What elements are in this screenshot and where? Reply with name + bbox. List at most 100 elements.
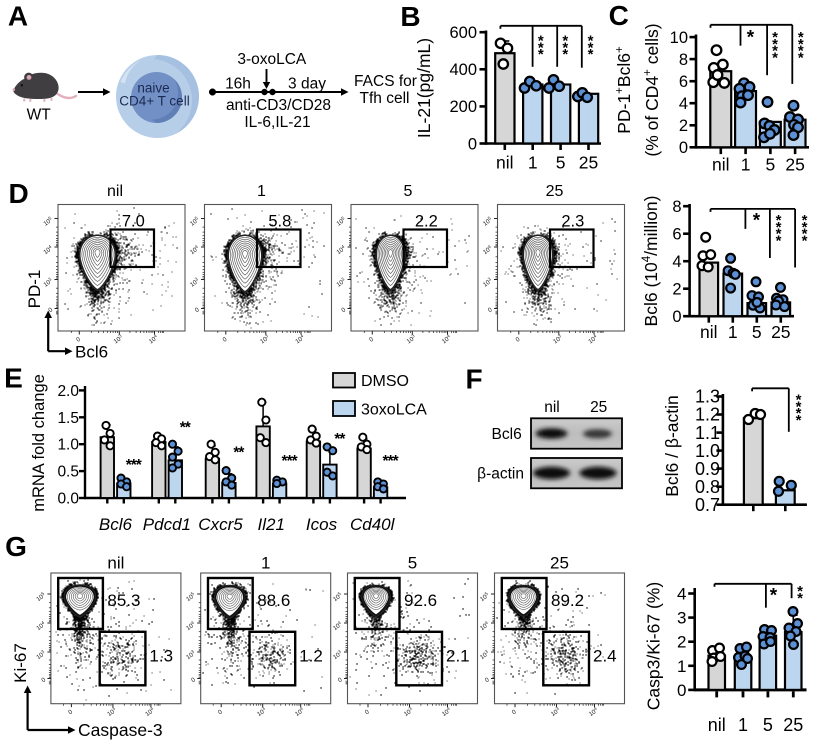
svg-text:0: 0	[217, 708, 224, 716]
svg-text:1: 1	[741, 155, 751, 175]
svg-text:*: *	[562, 46, 568, 63]
svg-text:1: 1	[738, 715, 748, 735]
svg-text:*: *	[796, 412, 802, 429]
svg-text:*: *	[797, 583, 803, 600]
svg-text:WT: WT	[27, 107, 52, 124]
svg-text:Bcl6: Bcl6	[99, 515, 133, 534]
svg-text:*: *	[538, 32, 544, 49]
svg-text:10: 10	[670, 29, 688, 47]
svg-text:nil: nil	[708, 715, 726, 735]
svg-text:Bcl6 / β-actin: Bcl6 / β-actin	[662, 395, 682, 497]
svg-text:2.0: 2.0	[57, 383, 79, 400]
svg-text:3-oxoLCA: 3-oxoLCA	[237, 51, 307, 68]
svg-text:*: *	[753, 211, 761, 232]
svg-text:1.0: 1.0	[57, 437, 79, 454]
svg-text:*: *	[798, 36, 804, 53]
svg-text:Pdcd1: Pdcd1	[143, 515, 191, 534]
svg-text:0: 0	[364, 708, 371, 716]
svg-text:6: 6	[672, 226, 681, 244]
svg-text:**: **	[334, 431, 346, 448]
svg-text:2.2: 2.2	[415, 213, 438, 231]
svg-text:*: *	[588, 32, 594, 49]
svg-text:1: 1	[257, 183, 266, 200]
svg-text:0: 0	[487, 306, 494, 314]
svg-text:5: 5	[752, 322, 762, 342]
svg-text:Tfh cell: Tfh cell	[360, 90, 410, 107]
svg-text:200: 200	[449, 98, 477, 116]
svg-text:*: *	[538, 39, 544, 56]
svg-text:0: 0	[511, 708, 518, 716]
svg-text:92.6: 92.6	[404, 591, 437, 610]
svg-text:1: 1	[677, 657, 686, 676]
svg-text:Cxcr5: Cxcr5	[198, 515, 243, 534]
svg-text:nil: nil	[700, 322, 718, 342]
svg-text:25: 25	[771, 322, 790, 342]
svg-text:*: *	[562, 32, 568, 49]
svg-text:Ki-67: Ki-67	[11, 643, 30, 683]
svg-text:nil: nil	[107, 183, 123, 200]
svg-text:0: 0	[222, 336, 229, 344]
svg-text:1.1: 1.1	[695, 423, 720, 443]
svg-text:*: *	[776, 226, 782, 243]
svg-text:PD-1+Bcl6+: PD-1+Bcl6+	[614, 46, 634, 134]
svg-text:0: 0	[67, 708, 74, 716]
svg-text:DMSO: DMSO	[361, 373, 409, 390]
svg-text:Icos: Icos	[306, 515, 338, 534]
svg-text:β-actin: β-actin	[477, 466, 524, 483]
svg-text:*: *	[772, 50, 778, 67]
svg-text:*: *	[802, 226, 808, 243]
svg-text:anti-CD3/CD28: anti-CD3/CD28	[226, 97, 331, 114]
svg-text:*: *	[802, 212, 808, 229]
svg-text:2: 2	[677, 633, 686, 652]
svg-text:(% of CD4+ cells): (% of CD4+ cells)	[642, 23, 662, 156]
svg-text:5.8: 5.8	[268, 213, 291, 231]
svg-text:0: 0	[677, 681, 686, 700]
svg-text:Il21: Il21	[257, 515, 284, 534]
svg-text:*: *	[796, 405, 802, 422]
svg-text:3: 3	[677, 609, 686, 628]
svg-text:5: 5	[763, 715, 773, 735]
svg-text:C: C	[609, 0, 629, 31]
svg-text:4: 4	[679, 95, 688, 113]
svg-text:2: 2	[679, 117, 688, 135]
svg-text:25: 25	[785, 155, 804, 175]
svg-text:3oxoLCA: 3oxoLCA	[361, 402, 427, 419]
svg-text:Bcl6: Bcl6	[492, 426, 522, 443]
svg-text:Cd40l: Cd40l	[350, 515, 396, 534]
svg-text:5: 5	[408, 554, 417, 573]
svg-text:nil: nil	[496, 153, 514, 173]
svg-text:*: *	[772, 29, 778, 46]
svg-text:0: 0	[340, 306, 347, 314]
svg-text:*: *	[770, 586, 778, 607]
svg-text:7.0: 7.0	[122, 213, 145, 231]
svg-text:0: 0	[468, 135, 477, 153]
svg-text:***: ***	[282, 453, 299, 470]
svg-text:*: *	[772, 43, 778, 60]
svg-text:*: *	[588, 39, 594, 56]
svg-text:nil: nil	[107, 554, 124, 573]
svg-text:0: 0	[484, 676, 491, 684]
svg-text:88.6: 88.6	[257, 591, 290, 610]
svg-text:2: 2	[672, 281, 681, 299]
svg-text:6: 6	[679, 73, 688, 91]
svg-text:5: 5	[556, 153, 566, 173]
svg-text:5: 5	[766, 155, 776, 175]
svg-text:***: ***	[383, 453, 400, 470]
svg-text:8: 8	[672, 198, 681, 216]
svg-text:mRNA fold change: mRNA fold change	[30, 374, 48, 512]
svg-text:0: 0	[515, 336, 522, 344]
svg-text:G: G	[5, 531, 27, 562]
svg-text:*: *	[776, 219, 782, 236]
svg-text:1: 1	[728, 322, 738, 342]
svg-text:25: 25	[546, 183, 564, 200]
svg-text:**: **	[180, 420, 192, 437]
svg-text:1: 1	[261, 554, 270, 573]
svg-text:25: 25	[550, 554, 569, 573]
svg-text:0.8: 0.8	[695, 477, 720, 497]
svg-text:*: *	[802, 219, 808, 236]
svg-text:*: *	[798, 43, 804, 60]
svg-text:2.4: 2.4	[593, 647, 617, 666]
svg-text:B: B	[400, 1, 420, 32]
svg-text:*: *	[747, 28, 755, 49]
svg-text:2.3: 2.3	[561, 213, 584, 231]
